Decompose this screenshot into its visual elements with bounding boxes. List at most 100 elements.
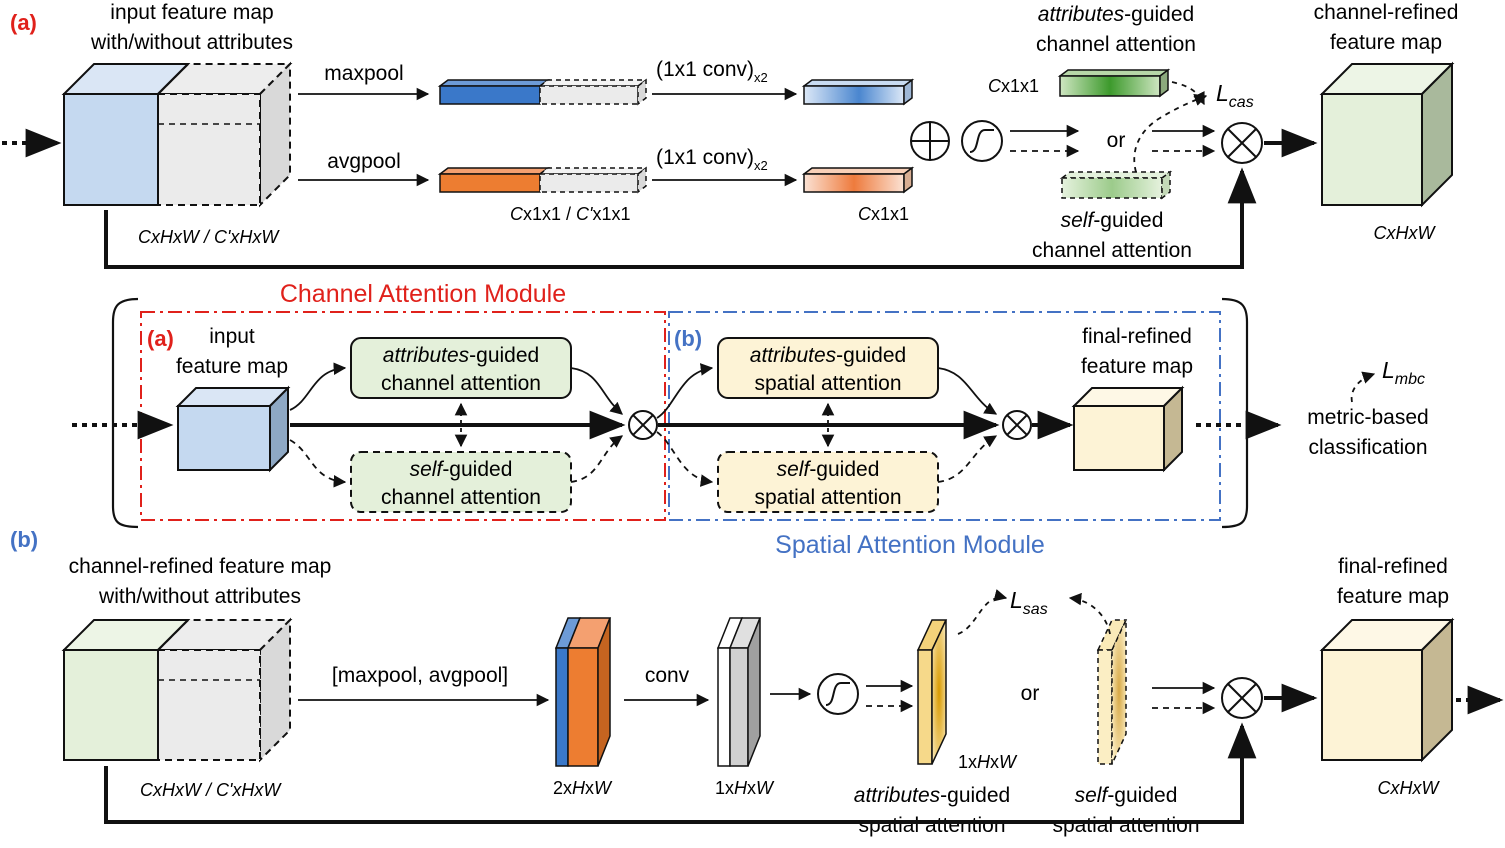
channel-refined-title: channel-refined <box>1314 1 1459 24</box>
b-pooled-slab <box>554 617 612 767</box>
b-attr-title-rest: -guided <box>940 784 1010 807</box>
loss-sas-label: Lsas <box>1010 587 1048 618</box>
spatial-module-title: Spatial Attention Module <box>775 531 1045 559</box>
multiply-operator-a <box>1221 122 1263 164</box>
multiply-operator-b <box>1221 677 1263 719</box>
attr-channel-title: attributes-guided <box>1038 3 1194 26</box>
b-final-title: final-refined <box>1338 555 1448 578</box>
b-self-title: self-guided <box>1075 784 1178 807</box>
input-dims-label: CxHxW / C'xHxW <box>138 227 280 247</box>
self-spatial-to-mult <box>937 435 998 483</box>
loss-sas-arrow-from-self <box>1068 592 1111 635</box>
metric-label-2: classification <box>1308 436 1427 459</box>
metric-label: metric-based <box>1307 406 1428 429</box>
section-b-tag: (b) <box>10 527 38 552</box>
loss-mbc-label: Lmbc <box>1382 357 1425 388</box>
section-b: (b) channel-refined feature map with/wit… <box>10 527 1504 837</box>
b-attribute-cube-dashed <box>155 617 293 763</box>
attr-channel-box-label-2: channel attention <box>381 372 541 395</box>
b-final-dims: CxHxW <box>1378 778 1441 798</box>
self-channel-box-label-2: channel attention <box>381 486 541 509</box>
b-input-subtitle: with/without attributes <box>98 585 301 608</box>
attribute-cube-dashed <box>155 61 293 208</box>
overview-final-label-2: feature map <box>1081 355 1193 378</box>
loss-cas-arrow-from-attr <box>1171 81 1205 106</box>
sigmoid-operator <box>961 120 1003 162</box>
attr-ch-rest: -guided <box>469 344 539 367</box>
spatial-module-tag: (b) <box>674 326 702 351</box>
attr-channel-title-rest: -guided <box>1124 3 1194 26</box>
attr-spatial-box-label-2: spatial attention <box>754 372 901 395</box>
self-channel-title-rest: -guided <box>1093 209 1163 232</box>
conv-output-orange-bar <box>801 166 915 194</box>
attr-sp-rest: -guided <box>836 344 906 367</box>
input-to-self-channel <box>289 439 347 488</box>
overview-final-label: final-refined <box>1082 325 1192 348</box>
channel-multiply-operator <box>628 410 658 440</box>
section-a: (a) input feature map with/without attri… <box>2 1 1459 269</box>
attr-spatial-box-label: attributes-guided <box>750 344 906 367</box>
channel-refined-dims: CxHxW <box>1374 223 1437 243</box>
b-conv-slab <box>716 617 762 767</box>
self-channel-title: self-guided <box>1061 209 1164 232</box>
sum-operator <box>910 121 950 161</box>
self-channel-title-italic: self <box>1061 209 1096 232</box>
b-self-spatial-slab <box>1096 619 1128 765</box>
attr-channel-title-2: channel attention <box>1036 33 1196 56</box>
self-sp-rest: -guided <box>809 458 879 481</box>
right-bracket <box>1221 297 1249 529</box>
section-a-tag: (a) <box>10 10 37 35</box>
attr-ch-italic: attributes <box>383 344 470 367</box>
attr-channel-box-label: attributes-guided <box>383 344 539 367</box>
skip-connection-b <box>104 722 1257 824</box>
input-feature-cube <box>61 63 191 206</box>
spatial-multiply-operator <box>1002 410 1032 440</box>
maxpool-vector-bar <box>437 78 649 106</box>
avgpool-vector-bar <box>437 166 649 194</box>
b-attr-title-2: spatial attention <box>858 814 1005 837</box>
skip-connection-a <box>104 167 1257 269</box>
b-attr-dims: 1xHxW <box>958 752 1018 772</box>
loss-cas-label: Lcas <box>1216 80 1254 111</box>
b-sigmoid-operator <box>817 673 859 715</box>
b-input-title: channel-refined feature map <box>69 555 332 578</box>
b-attr-title: attributes-guided <box>854 784 1010 807</box>
b-conv-label: conv <box>645 664 690 687</box>
b-self-title-2: spatial attention <box>1052 814 1199 837</box>
b-final-subtitle: feature map <box>1337 585 1449 608</box>
attr-channel-title-italic: attributes <box>1038 3 1125 26</box>
self-spatial-box <box>717 451 939 513</box>
self-channel-box <box>350 451 572 513</box>
loss-sas-arrow-from-attr <box>957 589 1008 635</box>
loss-cas-sub: cas <box>1229 94 1254 111</box>
input-feature-map-title: input feature map <box>110 1 273 24</box>
conv-label-bottom: (1x1 conv)x2 <box>656 146 768 173</box>
self-channel-to-mult <box>570 435 624 483</box>
attr-channel-attention-bar <box>1057 68 1171 98</box>
attr-spatial-to-mult <box>937 367 998 415</box>
overview-final-cube <box>1071 385 1185 473</box>
loss-sas-L: L <box>1010 587 1023 613</box>
overview-input-label: input <box>209 325 255 348</box>
b-self-title-rest: -guided <box>1107 784 1177 807</box>
b-attr-title-italic: attributes <box>854 784 941 807</box>
b-input-cube <box>61 619 191 761</box>
maxpool-label: maxpool <box>324 62 403 85</box>
self-sp-italic: self <box>777 458 812 481</box>
conv-output-blue-bar <box>801 78 915 106</box>
left-bracket <box>111 297 139 529</box>
self-channel-title-2: channel attention <box>1032 239 1192 262</box>
loss-mbc-sub: mbc <box>1395 371 1425 388</box>
loss-mbc-arrow <box>1350 371 1376 403</box>
loss-cas-arrow-from-self <box>1133 93 1208 173</box>
self-ch-italic: self <box>410 458 445 481</box>
conv-output-dims: Cx1x1 <box>858 204 909 224</box>
b-conv-dims: 1xHxW <box>715 778 775 798</box>
self-spatial-box-label: self-guided <box>777 458 880 481</box>
b-input-dims: CxHxW / C'xHxW <box>140 780 282 800</box>
input-feature-map-subtitle: with/without attributes <box>90 31 293 54</box>
attr-channel-to-mult <box>570 367 623 415</box>
pooled-dims-label: Cx1x1 / C'x1x1 <box>510 204 631 224</box>
loss-sas-sub: sas <box>1023 601 1048 618</box>
